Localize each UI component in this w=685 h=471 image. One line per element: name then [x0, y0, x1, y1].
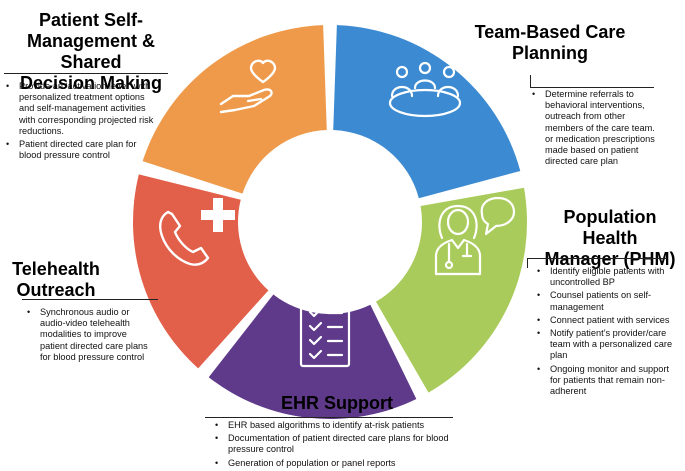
- phm-bullet: Notify patient’s provider/care team with…: [537, 328, 675, 362]
- phm-title-line-2: Manager (PHM): [544, 249, 676, 269]
- phm-bullet: Connect patient with services: [537, 315, 675, 326]
- self-management-bullet: Provide an ‘activation letter’ with pers…: [6, 81, 154, 137]
- self-management-bullet: Patient directed care plan for blood pre…: [6, 139, 154, 161]
- phm-bullet: Identify eligible patients with uncontro…: [537, 266, 675, 288]
- ehr-title: EHR Support: [262, 393, 412, 414]
- doctor-chat-icon: [434, 196, 516, 276]
- segment-phm: [376, 187, 528, 393]
- phm-bullet: Counsel patients on self-management: [537, 290, 675, 312]
- checklist-icon: [299, 296, 351, 368]
- phm-bullets: Identify eligible patients with uncontro…: [537, 266, 675, 399]
- self-management-bullets: Provide an ‘activation letter’ with pers…: [6, 81, 154, 163]
- phm-leader-line: [527, 258, 667, 259]
- ehr-bullet: EHR based algorithms to identify at-risk…: [215, 420, 485, 431]
- phm-title: Population Health Manager (PHM): [536, 207, 684, 270]
- team-care-title-line-1: Team-Based Care: [474, 22, 626, 42]
- telehealth-bullets: Synchronous audio or audio-video telehea…: [27, 307, 155, 365]
- segment-icons: [159, 59, 516, 368]
- phm-title-line-1: Population Health: [563, 207, 657, 248]
- team-care-bullet: Determine referrals to behavioral interv…: [532, 89, 662, 167]
- segment-team-care: [333, 25, 521, 199]
- telehealth-leader-line: [22, 299, 158, 300]
- telehealth-title-line-1: Telehealth: [12, 259, 100, 279]
- ehr-bullet: Generation of population or panel report…: [215, 458, 485, 469]
- telehealth-bullet: Synchronous audio or audio-video telehea…: [27, 307, 155, 363]
- ehr-bullets: EHR based algorithms to identify at-risk…: [215, 420, 485, 471]
- phm-leader-vertical: [527, 258, 528, 268]
- segment-telehealth: [133, 174, 269, 369]
- telehealth-title: Telehealth Outreach: [4, 259, 108, 301]
- phone-plus-icon: [159, 198, 235, 266]
- ehr-leader-line: [205, 417, 453, 418]
- team-meeting-icon: [388, 61, 462, 118]
- self-management-leader-line: [4, 73, 168, 74]
- heart-in-hand-icon: [219, 59, 277, 114]
- ehr-bullet: Documentation of patient directed care p…: [215, 433, 485, 455]
- team-care-leader-vertical: [530, 75, 531, 87]
- team-care-leader-line: [530, 87, 654, 88]
- telehealth-title-line-2: Outreach: [16, 280, 96, 300]
- team-care-title-line-2: Planning: [512, 43, 588, 63]
- phm-bullet: Ongoing monitor and support for patients…: [537, 364, 675, 398]
- ehr-title-line-1: EHR Support: [281, 393, 393, 413]
- team-care-bullets: Determine referrals to behavioral interv…: [532, 89, 662, 169]
- self-management-title-line-2: Management & Shared: [26, 31, 156, 72]
- self-management-title-line-1: Patient Self-: [38, 10, 144, 30]
- team-care-title: Team-Based Care Planning: [470, 22, 630, 64]
